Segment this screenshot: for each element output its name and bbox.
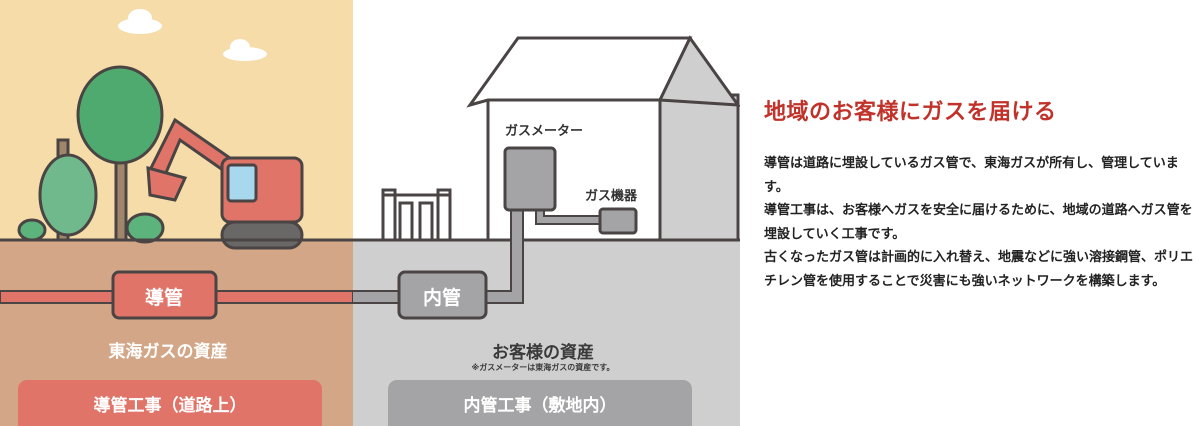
description-column: 地域のお客様にガスを届ける 導管は道路に埋設しているガス管で、東海ガスが所有し、… [764, 94, 1194, 293]
inner-pipe-label-box [397, 270, 488, 320]
main-pipe-label: 導管 [144, 287, 184, 309]
company-asset-label: 東海ガスの資産 [108, 342, 228, 362]
main-pipe-work-button[interactable]: 導管工事（道路上） [18, 380, 322, 426]
main-pipe-label-box [111, 270, 218, 320]
gas-appliance-label: ガス機器 [585, 189, 638, 204]
gas-meter-label: ガスメーター [505, 124, 584, 139]
gas-appliance-icon [598, 207, 638, 235]
description-paragraph: 導管工事は、お客様へガスを安全に届けるために、地域の道路へガス管を埋設していく工… [764, 203, 1193, 242]
gas-supply-illustration [0, 0, 740, 426]
inner-pipe-label: 内管 [422, 287, 462, 309]
cloud-icon [118, 9, 267, 61]
description-paragraph: 導管は道路に埋設しているガス管で、東海ガスが所有し、管理しています。 [764, 156, 1179, 195]
gas-meter-icon [503, 146, 557, 212]
section-heading: 地域のお客様にガスを届ける [764, 100, 1057, 125]
fence-icon [381, 188, 452, 242]
excavator-icon [146, 117, 304, 250]
description-paragraph: 古くなったガス管は計画的に入れ替え、地震などに強い溶接鋼管、ポリエチレン管を使用… [764, 250, 1194, 289]
inner-pipe-work-button[interactable]: 内管工事（敷地内） [388, 380, 692, 426]
customer-asset-note: ※ガスメーターは東海ガスの資産です。 [471, 363, 615, 372]
customer-asset-label: お客様の資産 [492, 343, 594, 363]
